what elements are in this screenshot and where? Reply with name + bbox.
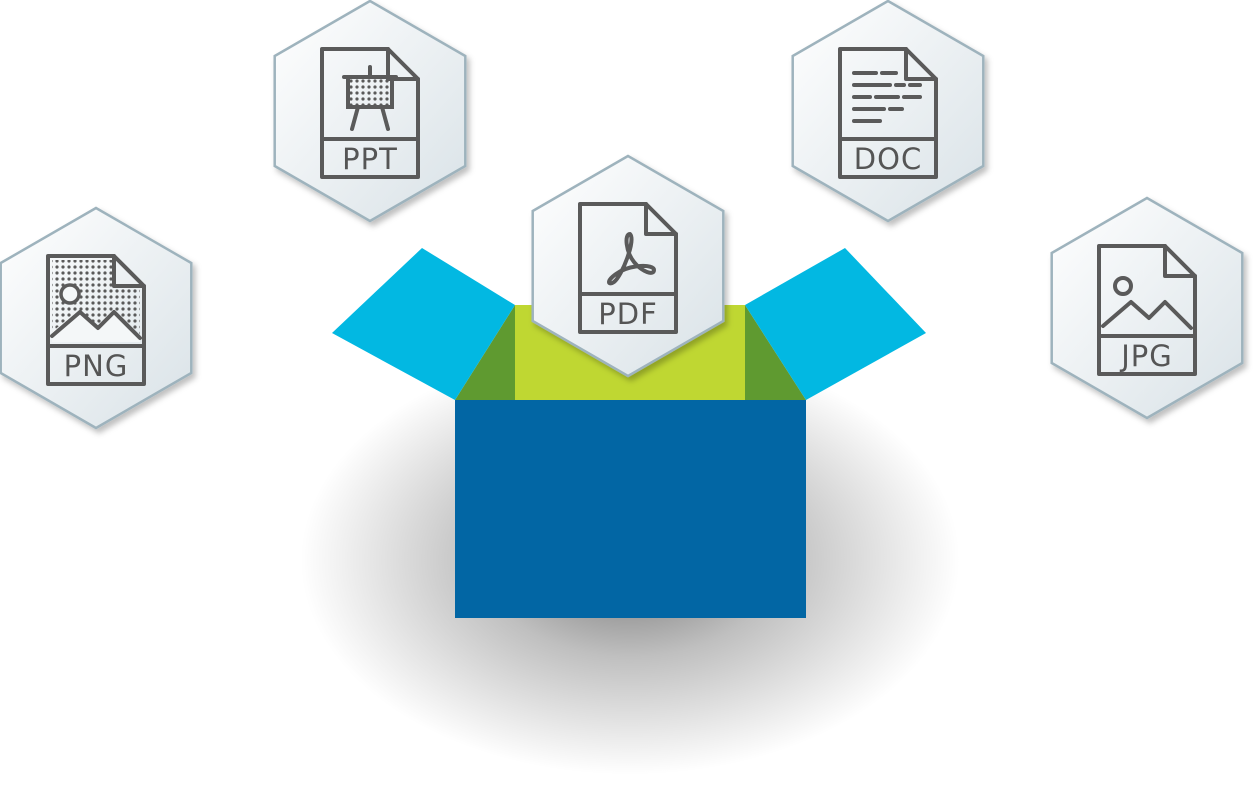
open-box bbox=[332, 248, 926, 618]
hexagon-badge bbox=[791, 0, 985, 223]
box-flap-right bbox=[745, 248, 926, 400]
image-icon bbox=[1101, 276, 1193, 330]
hexagon-badge bbox=[273, 0, 467, 223]
file-badge-jpg: JPG bbox=[1050, 196, 1244, 420]
box-flap-left bbox=[332, 248, 515, 400]
file-type-label: PNG bbox=[64, 349, 129, 383]
presentation-icon bbox=[342, 65, 398, 131]
file-type-label: JPG bbox=[1119, 339, 1173, 373]
hexagon-badge bbox=[1050, 196, 1244, 420]
image-icon bbox=[50, 260, 142, 342]
acrobat-icon bbox=[607, 232, 656, 286]
file-badge-doc: DOC bbox=[791, 0, 985, 223]
file-type-label: DOC bbox=[854, 142, 922, 176]
text-lines-icon bbox=[852, 71, 922, 123]
file-type-label: PPT bbox=[342, 142, 398, 176]
file-type-label: PDF bbox=[598, 297, 658, 331]
file-badge-png: PNG bbox=[0, 206, 193, 430]
file-badge-ppt: PPT bbox=[273, 0, 467, 223]
file-badge-pdf: PDF bbox=[531, 154, 725, 378]
box-front bbox=[455, 400, 806, 618]
